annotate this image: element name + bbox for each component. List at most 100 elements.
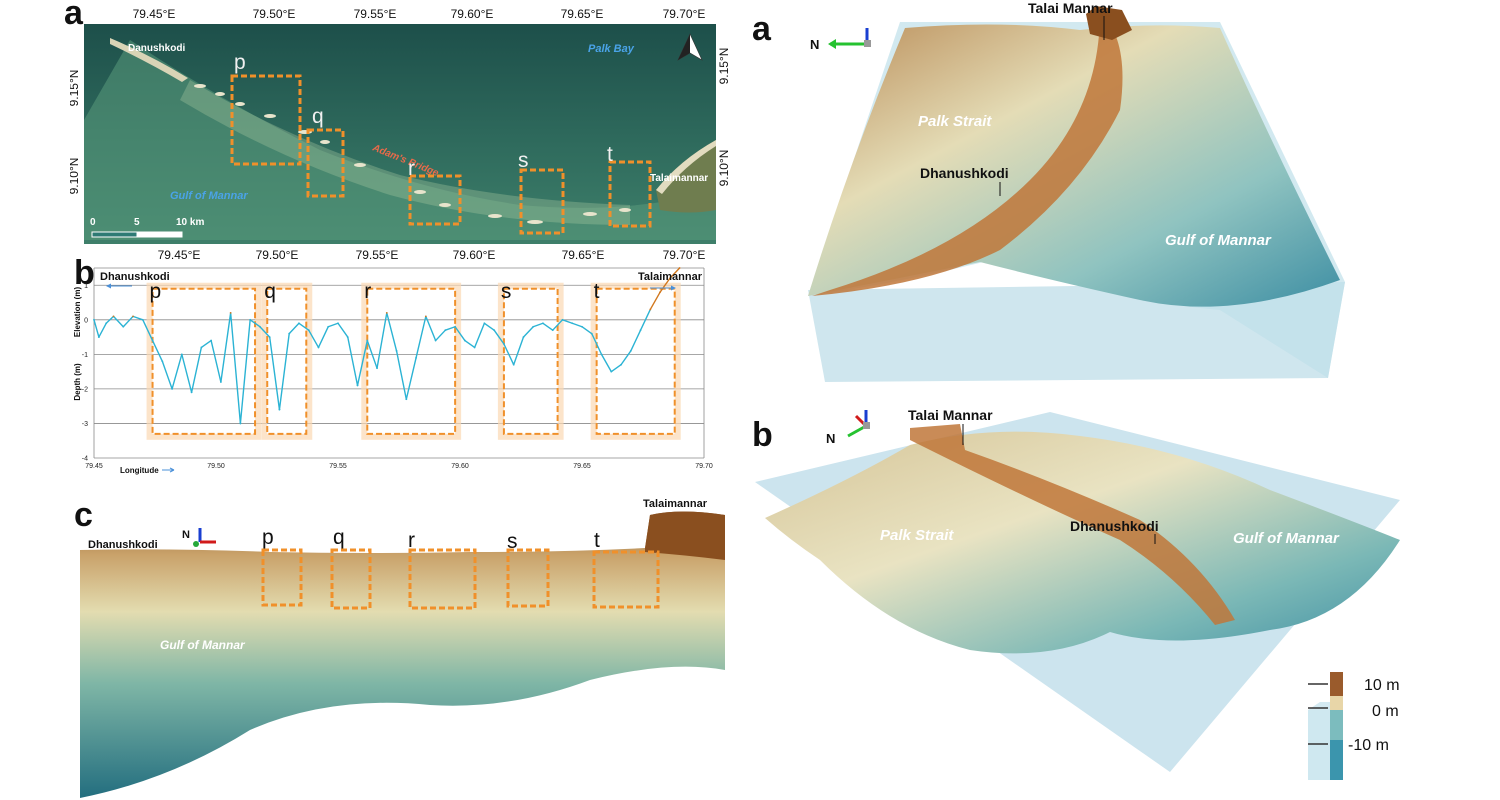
- profile-segment: [229, 312, 242, 425]
- profile-point: [473, 346, 476, 349]
- strip-box-letter: r: [408, 529, 415, 552]
- profile-point: [551, 329, 554, 332]
- profile-y-label-top: Elevation (m): [73, 287, 82, 338]
- profile-segment: [454, 326, 466, 342]
- lon-tick-top: 79.50°E: [253, 7, 296, 21]
- panel-letter-left-b: b: [74, 254, 95, 292]
- profile-segment: [105, 315, 115, 324]
- profile-segment: [347, 336, 359, 387]
- map-box-letter: s: [518, 149, 529, 172]
- strip-box-letter: s: [507, 530, 518, 553]
- panel-letter-left-c: c: [74, 496, 93, 534]
- shoal-band: [84, 40, 716, 240]
- profile-segment: [415, 315, 427, 359]
- profile-point: [259, 325, 261, 328]
- strip-box-letter: t: [594, 529, 600, 552]
- map-label-talaimannar: Talaimannar: [650, 173, 708, 184]
- strip-label-gulf: Gulf of Mannar: [160, 638, 246, 652]
- block-label-talai-mannar: Talai Mannar: [1028, 0, 1113, 16]
- legend-label-10: 10 m: [1364, 677, 1400, 694]
- profile-segment: [171, 353, 183, 390]
- profile-point: [141, 318, 144, 321]
- profile-point: [522, 336, 525, 338]
- profile-segment: [600, 353, 612, 373]
- profile-point: [395, 350, 398, 352]
- lat-tick-left: 9.10°N: [70, 158, 81, 195]
- profile-point: [356, 384, 359, 387]
- profile-point: [161, 360, 164, 363]
- profile-segment: [561, 319, 573, 324]
- profile-segment: [591, 332, 603, 356]
- profile-segment: [327, 322, 339, 328]
- profile-point: [571, 322, 574, 325]
- lon-tick-bottom: 79.65°E: [562, 248, 605, 262]
- y-tick-label: 0: [84, 317, 88, 324]
- profile-segment: [122, 315, 134, 328]
- profile-segment: [220, 312, 232, 383]
- strip-box-q: [330, 548, 372, 610]
- lon-tick-bottom: 79.50°E: [256, 248, 299, 262]
- panel-letter-left-a: a: [64, 0, 83, 32]
- profile-segment: [210, 339, 222, 383]
- block-label-palk-strait: Palk Strait: [880, 527, 954, 544]
- profile-segment: [337, 322, 349, 338]
- profile-point: [97, 336, 100, 338]
- profile-point: [229, 312, 232, 314]
- block-label-dhanushkodi: Dhanushkodi: [1070, 518, 1159, 534]
- profile-point: [590, 332, 593, 335]
- x-tick-label: 79.60: [451, 463, 469, 470]
- profile-segment: [161, 360, 173, 390]
- profile-point: [346, 336, 349, 338]
- strip-box-letter: q: [333, 526, 345, 549]
- panel-letter-right-a: a: [752, 10, 771, 48]
- strip-box-letter: p: [262, 526, 274, 549]
- profile-segment: [259, 326, 271, 338]
- profile-box-letter: p: [150, 280, 162, 303]
- y-tick-label: -4: [82, 456, 88, 463]
- profile-box: [595, 287, 676, 435]
- lon-tick-top: 79.60°E: [451, 7, 494, 21]
- profile-box-glow: [361, 282, 462, 440]
- profile-segment: [308, 329, 320, 349]
- profile-segment: [610, 364, 622, 373]
- profile-x-label: Longitude: [120, 466, 159, 475]
- map-box-p: [230, 74, 302, 166]
- profile-segment: [190, 346, 203, 394]
- profile-segment: [132, 315, 144, 321]
- profile-point: [180, 353, 183, 356]
- profile-left-label: Dhanushkodi: [100, 271, 170, 283]
- x-tick-label: 79.45: [85, 463, 103, 470]
- profile-segment: [356, 339, 368, 387]
- profile-point: [93, 318, 95, 321]
- profile-point: [629, 350, 632, 352]
- profile-point: [132, 315, 134, 318]
- profile-point: [542, 322, 544, 325]
- profile-point: [678, 267, 681, 269]
- profile-box: [502, 287, 559, 435]
- profile-segment: [98, 322, 107, 338]
- profile-segment: [151, 339, 164, 362]
- profile-segment: [317, 326, 329, 349]
- strip-label-talaimannar: Talaimannar: [643, 498, 708, 510]
- profile-point: [307, 329, 310, 332]
- profile-segment: [278, 332, 290, 411]
- profile-segment: [444, 326, 456, 331]
- lon-tick-bottom: 79.70°E: [663, 248, 706, 262]
- north-arrow-icon: [677, 33, 703, 61]
- profile-segment: [200, 339, 212, 349]
- profile-point: [298, 322, 300, 325]
- profile-point: [337, 322, 339, 325]
- profile-segment: [249, 319, 261, 328]
- profile-point: [668, 277, 671, 280]
- profile-point: [105, 322, 108, 325]
- profile-point: [239, 422, 242, 425]
- map-boxes: [230, 74, 652, 235]
- profile-box: [266, 287, 308, 435]
- map-label-danushkodi: Danushkodi: [128, 43, 185, 54]
- profile-point: [639, 329, 642, 332]
- arrow-right-icon: [671, 285, 676, 291]
- profile-right-label: Talaimannar: [638, 271, 703, 283]
- strip-peak: [645, 511, 725, 560]
- arrow-right-icon: [162, 467, 175, 473]
- profile-segment: [669, 267, 681, 280]
